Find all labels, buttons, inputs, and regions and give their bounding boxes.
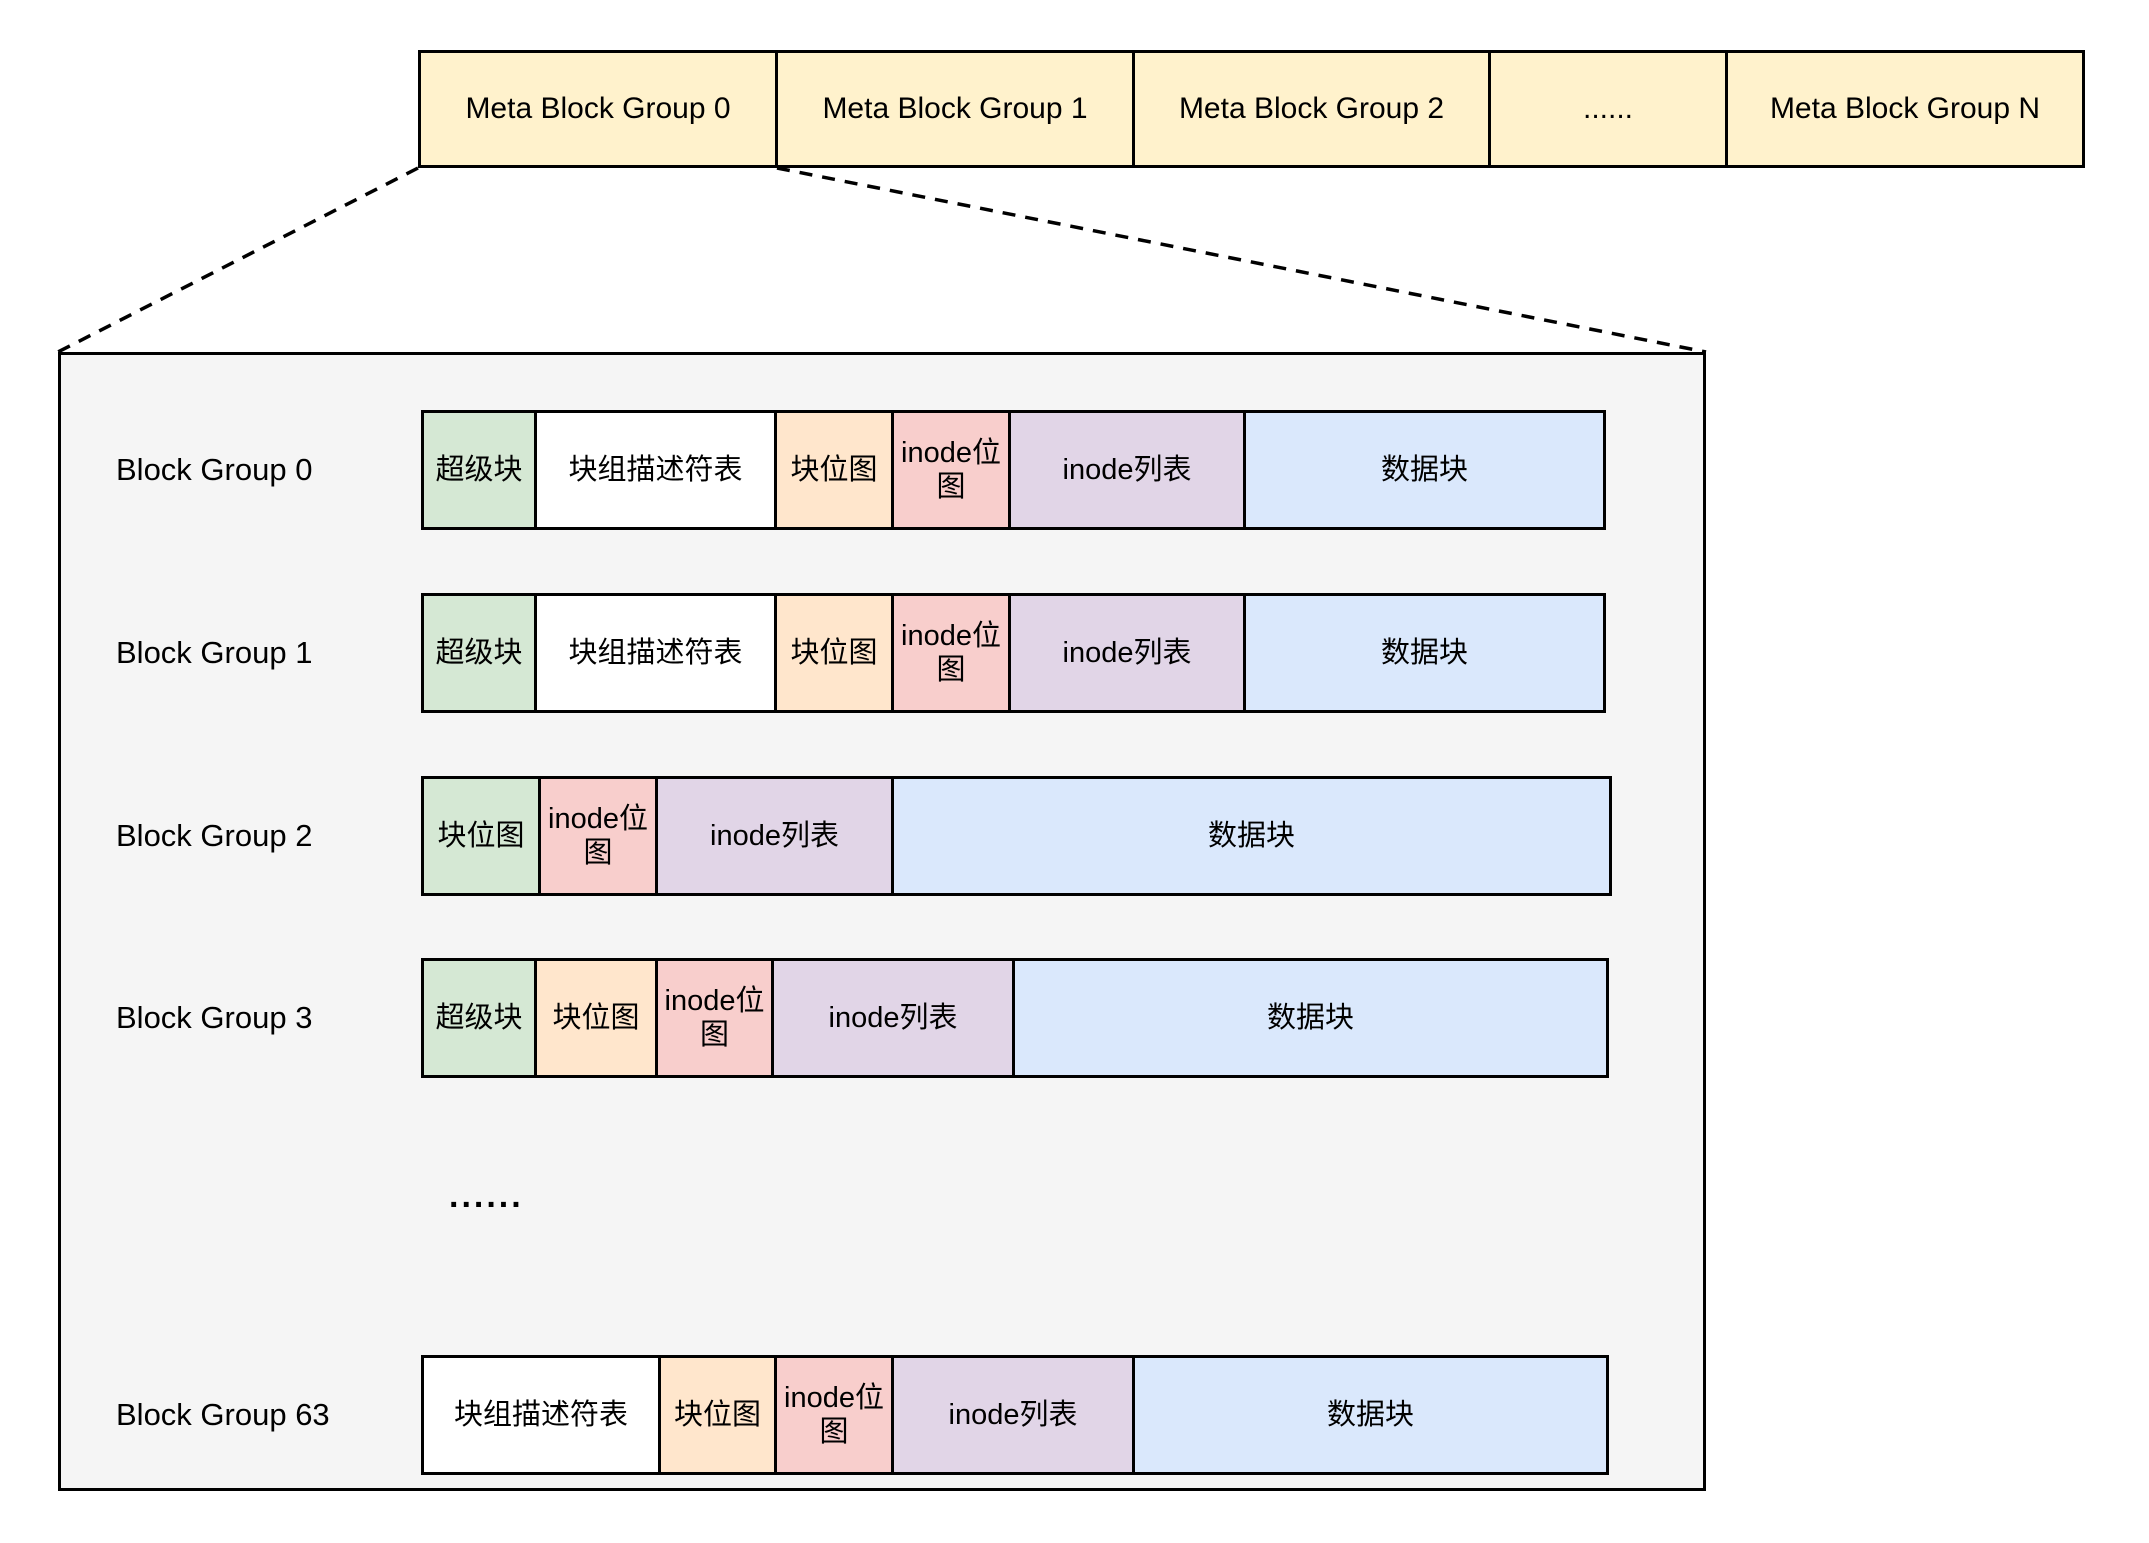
meta-block-group-label: Meta Block Group N <box>1769 92 2041 125</box>
segment-group-descriptor-table: 块组描述符表 <box>534 593 777 713</box>
block-group-label: Block Group 3 <box>116 1000 313 1035</box>
segment-label: inode位图 <box>664 984 765 1051</box>
segment-inode-table: inode列表 <box>1008 410 1246 530</box>
segment-data-blocks: 数据块 <box>1132 1355 1609 1475</box>
expansion-dashed-line <box>776 166 1707 354</box>
segment-label: 块组描述符表 <box>568 636 743 669</box>
segment-data-blocks: 数据块 <box>1243 593 1606 713</box>
meta-block-group-label: Meta Block Group 1 <box>822 92 1088 125</box>
segment-block-bitmap: 块位图 <box>774 410 894 530</box>
segment-label: 块位图 <box>790 453 878 486</box>
block-group-label: Block Group 1 <box>116 635 313 670</box>
segment-group-descriptor-table: 块组描述符表 <box>421 1355 661 1475</box>
block-group-row: Block Group 1 超级块 块组描述符表 块位图 inode位图 inode列表 数… <box>61 593 1703 713</box>
segment-label: inode列表 <box>948 1398 1078 1431</box>
segment-superblock: 超级块 <box>421 958 537 1078</box>
segment-label: 数据块 <box>1380 636 1468 669</box>
segment-group-descriptor-table: 块组描述符表 <box>534 410 777 530</box>
segment-inode-table: inode列表 <box>655 776 894 896</box>
segment-label: 块位图 <box>790 636 878 669</box>
meta-block-group-label: ...... <box>1582 92 1633 125</box>
segment-data-blocks: 数据块 <box>1243 410 1606 530</box>
block-group-row: Block Group 63 块组描述符表 块位图 inode位图 inode列表 数据块 <box>61 1355 1703 1475</box>
rows-ellipsis: ...... <box>449 1177 524 1215</box>
meta-block-group-cell: ...... <box>1488 50 1728 168</box>
segment-block-bitmap: 块位图 <box>774 593 894 713</box>
segment-label: inode位图 <box>901 619 1001 686</box>
block-group-segments: 超级块 块组描述符表 块位图 inode位图 inode列表 数据块 <box>421 410 1606 530</box>
segment-superblock: 超级块 <box>421 410 537 530</box>
block-group-row: Block Group 2 块位图 inode位图 inode列表 数据块 <box>61 776 1703 896</box>
meta-block-group-row: Meta Block Group 0 Meta Block Group 1 Meta… <box>418 50 2085 168</box>
segment-inode-table: inode列表 <box>771 958 1015 1078</box>
segment-label: inode列表 <box>1062 636 1192 669</box>
segment-block-bitmap: 块位图 <box>534 958 658 1078</box>
segment-label: 超级块 <box>435 1001 523 1034</box>
segment-block-bitmap: 块位图 <box>421 776 541 896</box>
block-group-segments: 块位图 inode位图 inode列表 数据块 <box>421 776 1612 896</box>
block-group-row: Block Group 0 超级块 块组描述符表 块位图 inode位图 inode列表 数… <box>61 410 1703 530</box>
segment-label: inode列表 <box>710 819 839 852</box>
meta-block-group-cell: Meta Block Group 1 <box>775 50 1135 168</box>
segment-label: 数据块 <box>1207 819 1295 852</box>
segment-label: 超级块 <box>435 453 523 486</box>
segment-inode-table: inode列表 <box>1008 593 1246 713</box>
segment-data-blocks: 数据块 <box>891 776 1612 896</box>
block-group-segments: 块组描述符表 块位图 inode位图 inode列表 数据块 <box>421 1355 1609 1475</box>
segment-label: 块位图 <box>552 1001 640 1034</box>
segment-label: 数据块 <box>1380 453 1468 486</box>
segment-label: 块组描述符表 <box>453 1398 628 1431</box>
segment-inode-bitmap: inode位图 <box>655 958 774 1078</box>
block-group-label: Block Group 63 <box>116 1397 330 1432</box>
segment-data-blocks: 数据块 <box>1012 958 1609 1078</box>
segment-label: 数据块 <box>1326 1398 1414 1431</box>
segment-block-bitmap: 块位图 <box>658 1355 777 1475</box>
meta-block-group-label: Meta Block Group 2 <box>1178 92 1445 125</box>
segment-label: 块组描述符表 <box>568 453 743 486</box>
segment-inode-bitmap: inode位图 <box>891 593 1011 713</box>
block-group-label: Block Group 0 <box>116 452 313 487</box>
segment-label: inode位图 <box>548 802 648 869</box>
segment-label: inode列表 <box>828 1001 958 1034</box>
segment-label: inode位图 <box>901 436 1001 503</box>
expansion-dashed-line <box>57 166 419 354</box>
meta-block-group-cell: Meta Block Group 0 <box>418 50 778 168</box>
segment-label: inode位图 <box>784 1381 884 1448</box>
segment-label: 块位图 <box>673 1398 761 1431</box>
block-group-row: Block Group 3 超级块块位图 inode位图 inode列表 数据块 <box>61 958 1703 1078</box>
segment-label: inode列表 <box>1062 453 1192 486</box>
segment-label: 超级块 <box>435 636 523 669</box>
meta-block-group-label: Meta Block Group 0 <box>465 92 731 125</box>
block-group-segments: 超级块 块组描述符表 块位图 inode位图 inode列表 数据块 <box>421 593 1606 713</box>
segment-inode-table: inode列表 <box>891 1355 1135 1475</box>
block-group-label: Block Group 2 <box>116 818 313 853</box>
meta-block-group-cell: Meta Block Group 2 <box>1132 50 1491 168</box>
segment-superblock: 超级块 <box>421 593 537 713</box>
segment-inode-bitmap: inode位图 <box>774 1355 894 1475</box>
segment-label: 块位图 <box>437 819 525 852</box>
segment-label: 数据块 <box>1266 1001 1354 1034</box>
segment-inode-bitmap: inode位图 <box>891 410 1011 530</box>
segment-inode-bitmap: inode位图 <box>538 776 658 896</box>
meta-block-group-cell: Meta Block Group N <box>1725 50 2085 168</box>
block-group-segments: 超级块块位图 inode位图 inode列表 数据块 <box>421 958 1609 1078</box>
